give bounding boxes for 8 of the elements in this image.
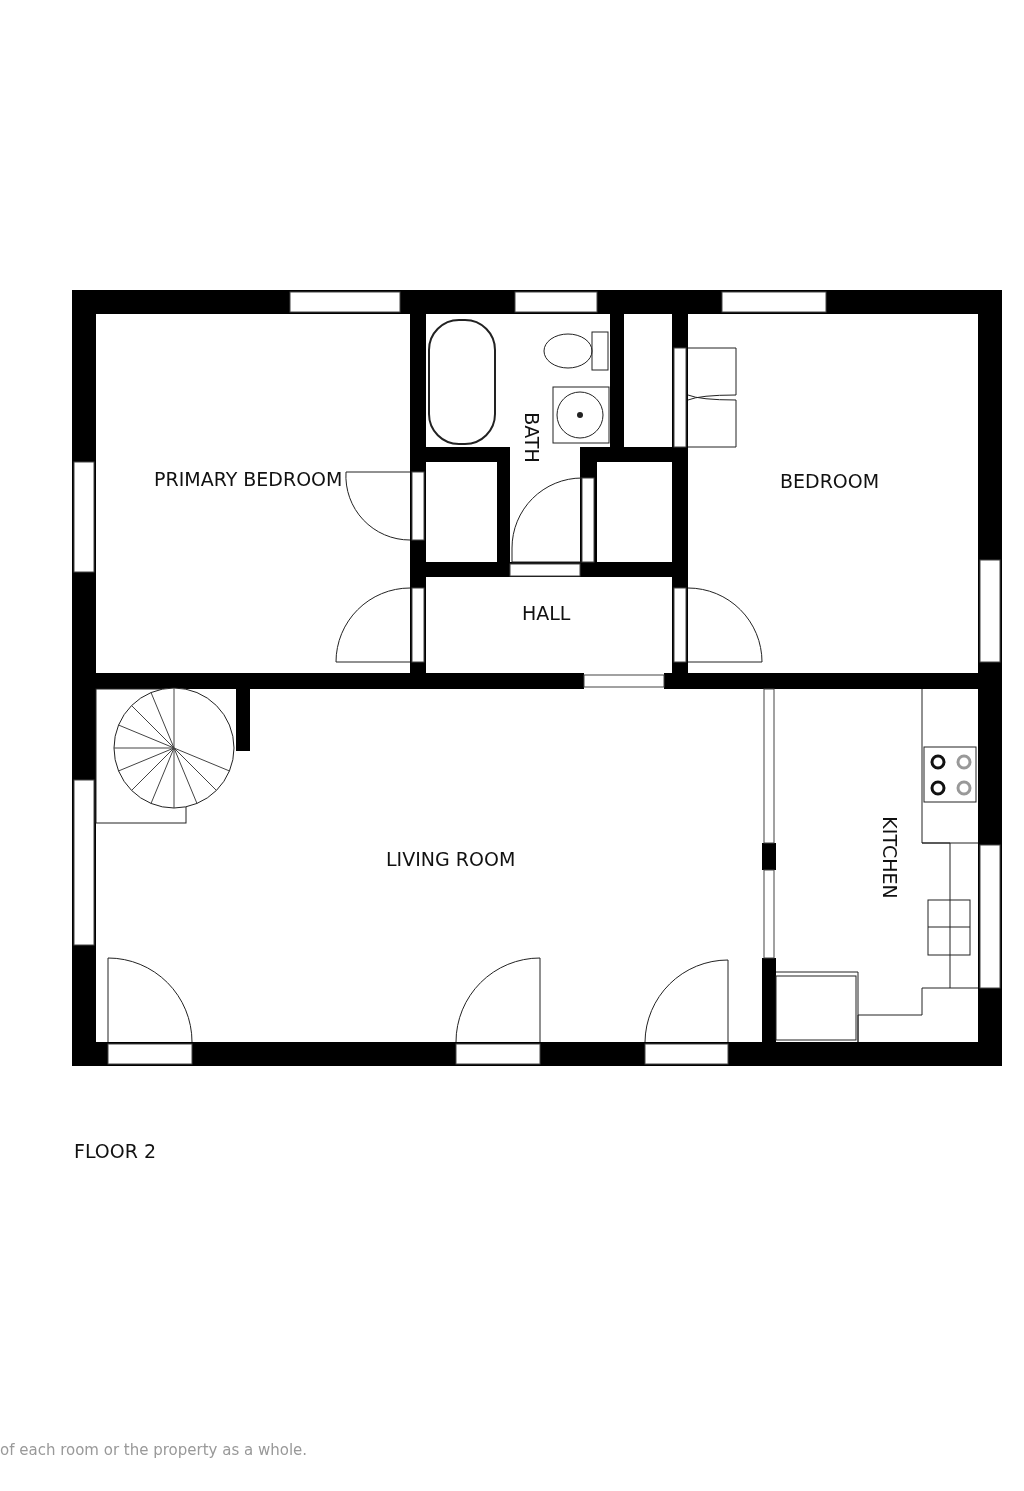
- room-label: KITCHEN: [879, 816, 899, 899]
- room-label: BATH: [521, 412, 541, 463]
- room-label: HALL: [522, 604, 571, 623]
- room-label: BEDROOM: [780, 472, 880, 491]
- room-label: PRIMARY BEDROOM: [154, 470, 343, 489]
- room-label: LIVING ROOM: [386, 850, 516, 869]
- disclaimer-text: of each room or the property as a whole.: [0, 1443, 308, 1458]
- floor-label: FLOOR 2: [74, 1142, 157, 1161]
